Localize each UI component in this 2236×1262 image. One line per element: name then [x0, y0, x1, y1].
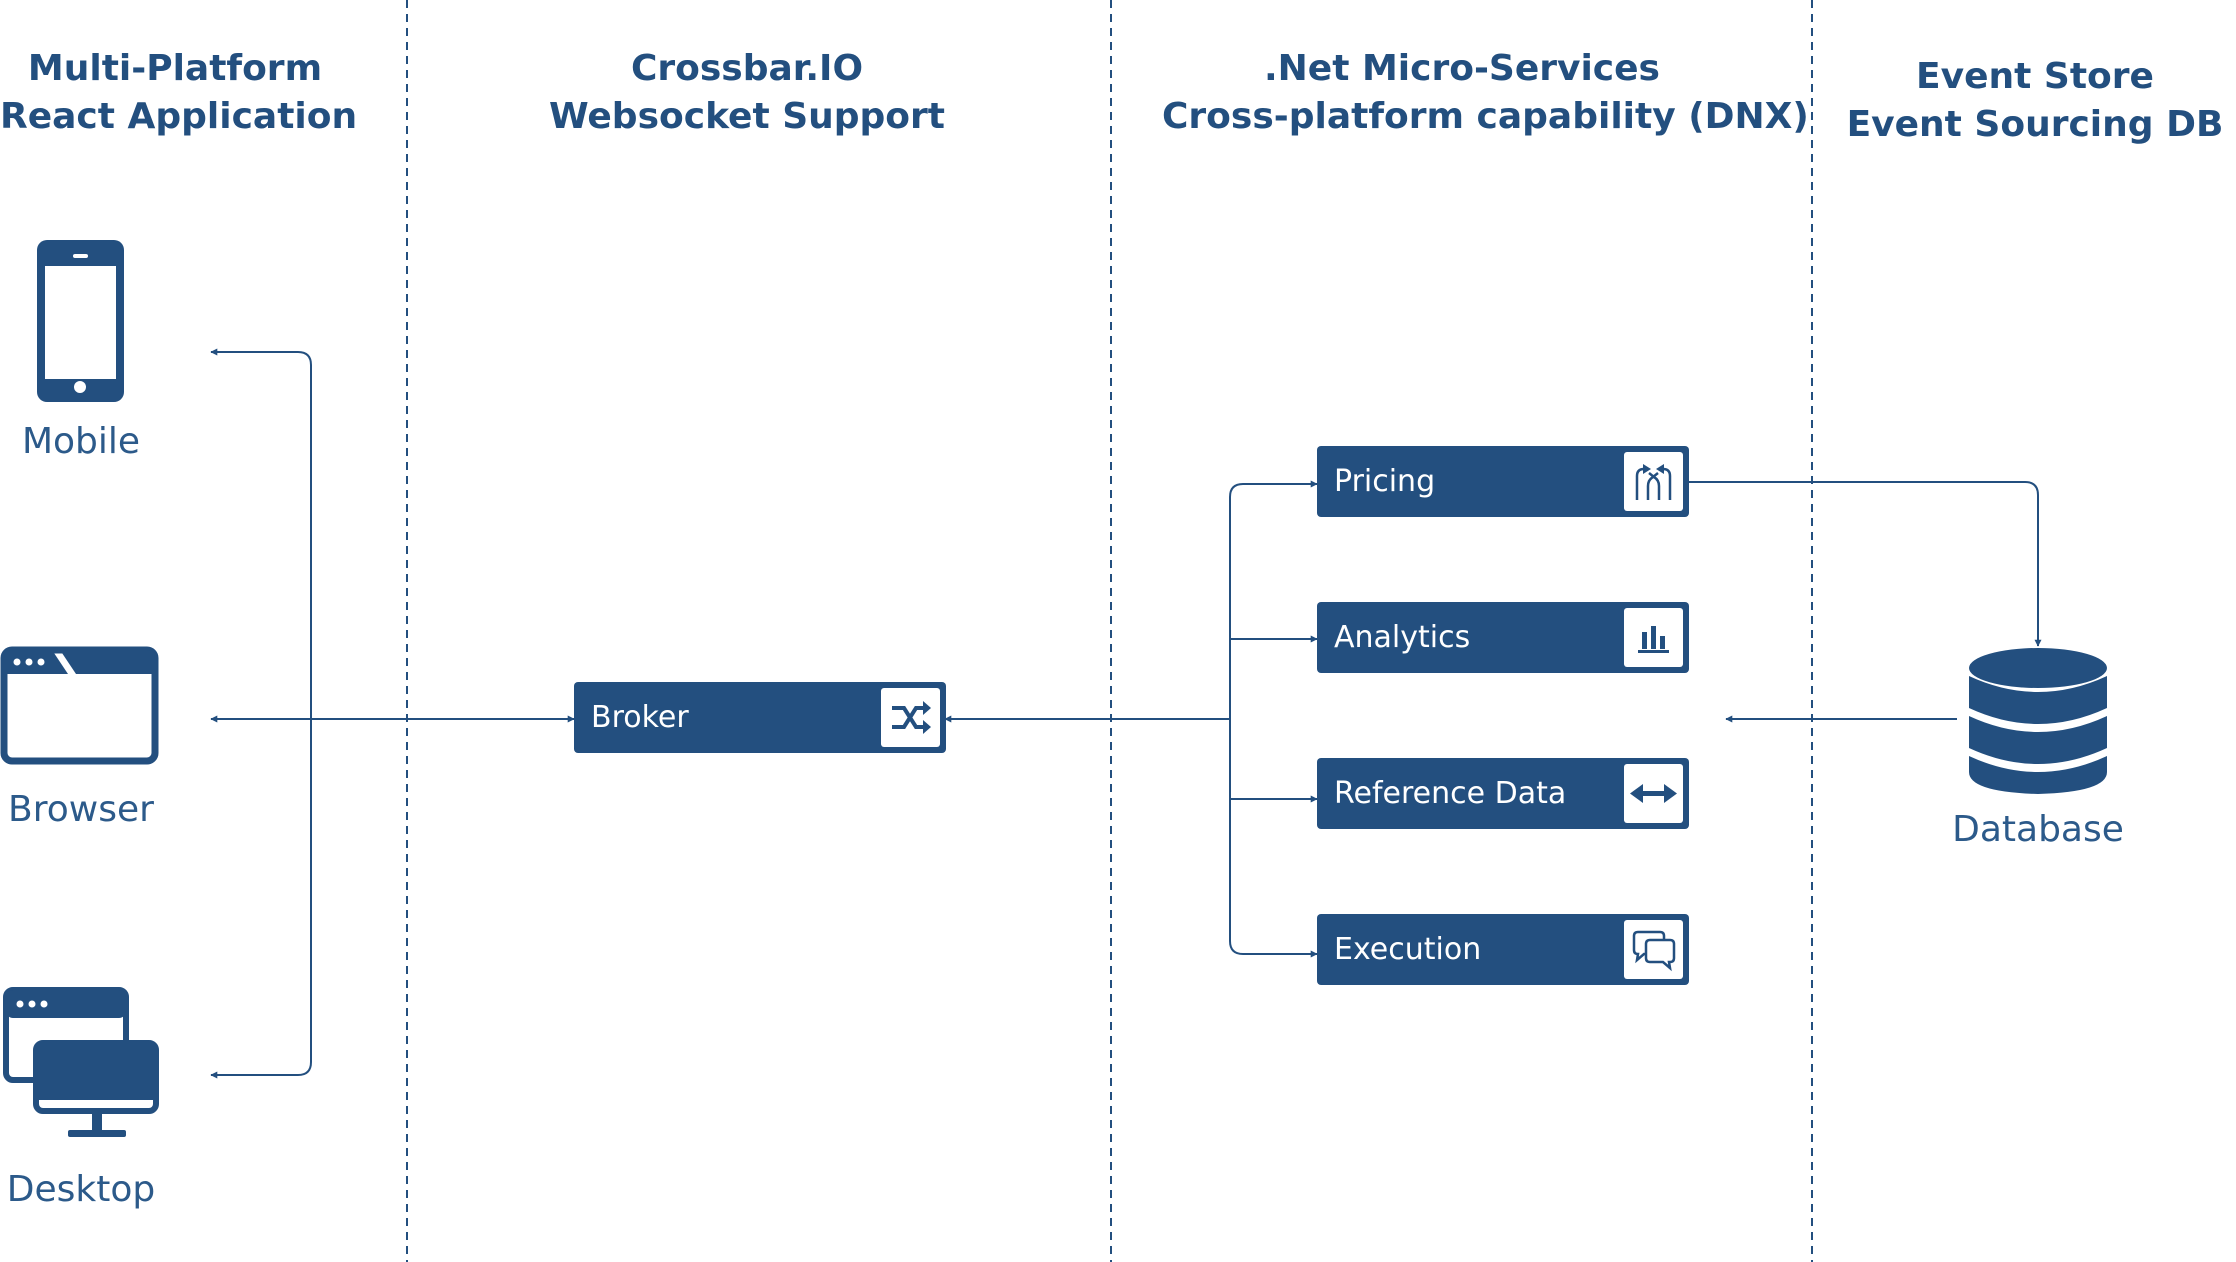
desktop-label: Desktop [6, 1169, 156, 1210]
broker-node: Broker [574, 682, 946, 753]
chat-bubbles-icon [1624, 920, 1683, 979]
service-label: Analytics [1334, 620, 1471, 655]
browser-window-icon [0, 646, 159, 765]
column-heading-broker: Crossbar.IO Websocket Support [547, 45, 947, 141]
browser-label: Browser [8, 789, 154, 830]
reference-data-connector [1229, 719, 1318, 803]
database-icon [1969, 648, 2107, 794]
broker-label: Broker [591, 700, 689, 735]
service-analytics: Analytics [1317, 602, 1689, 673]
service-label: Reference Data [1334, 776, 1567, 811]
mobile-label: Mobile [21, 421, 141, 462]
execution-connector [1229, 799, 1318, 958]
split-arrows-icon [1624, 452, 1683, 511]
pricing-database-connector [1688, 481, 2042, 647]
mobile-connector [210, 348, 312, 719]
column-heading-line2: React Application [0, 96, 358, 137]
column-heading-database: Event Store Event Sourcing DB [1840, 53, 2230, 149]
column-heading-line2: Cross-platform capability (DNX) [1162, 96, 1809, 137]
bar-chart-icon [1624, 608, 1683, 667]
column-heading-line2: Event Sourcing DB [1846, 104, 2224, 145]
service-reference-data: Reference Data [1317, 758, 1689, 829]
service-execution: Execution [1317, 914, 1689, 985]
database-label: Database [1952, 809, 2124, 850]
column-heading-services: .Net Micro-Services Cross-platform capab… [1162, 45, 1809, 141]
service-label: Pricing [1334, 464, 1436, 499]
column-heading-line2: Websocket Support [548, 96, 946, 137]
desktop-connector [210, 719, 312, 1079]
shuffle-icon [881, 688, 940, 747]
double-arrow-icon [1624, 764, 1683, 823]
column-heading-line1: Crossbar.IO [630, 48, 864, 89]
column-heading-line1: Event Store [1916, 56, 2154, 97]
column-heading-client: Multi-Platform React Application [0, 45, 358, 141]
desktop-monitor-icon [3, 987, 159, 1137]
service-label: Execution [1334, 932, 1482, 967]
pricing-connector [1229, 480, 1318, 719]
column-heading-line1: .Net Micro-Services [1264, 48, 1660, 89]
mobile-phone-icon [37, 240, 124, 402]
column-heading-line1: Multi-Platform [27, 48, 323, 89]
service-pricing: Pricing [1317, 446, 1689, 517]
